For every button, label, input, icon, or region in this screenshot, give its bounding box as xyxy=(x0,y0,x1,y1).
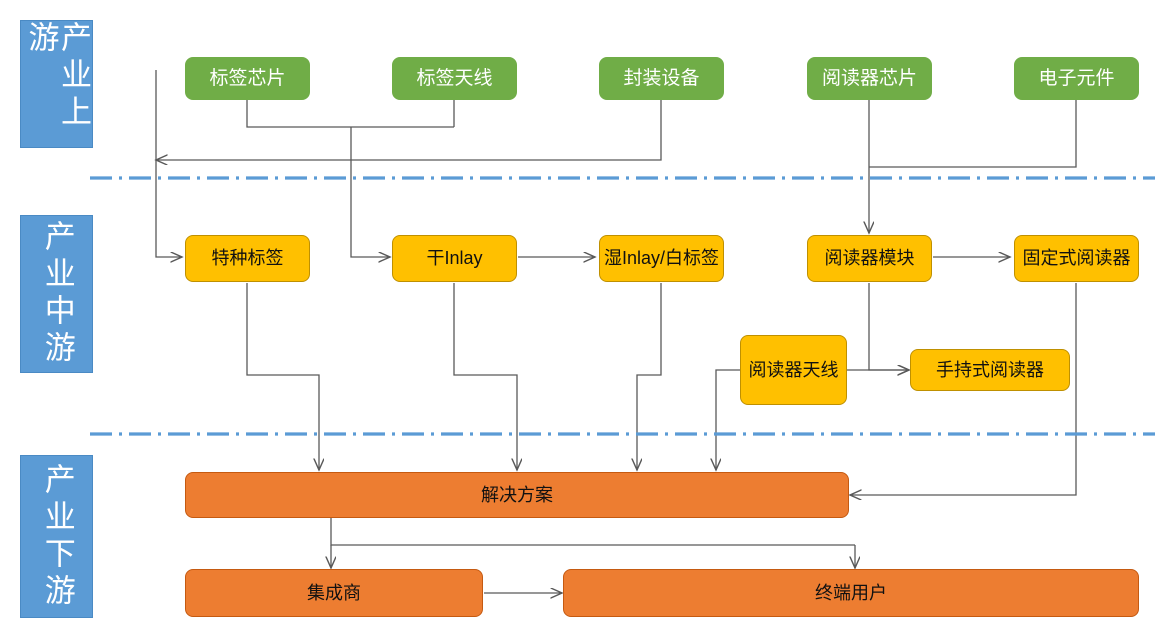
node-tag-chip[interactable]: 标签芯片 xyxy=(185,57,310,100)
node-wet-inlay[interactable]: 湿Inlay/白标签 xyxy=(599,235,724,282)
node-reader-chip-label: 阅读器芯片 xyxy=(821,67,917,89)
node-electronic-components-label: 电子元件 xyxy=(1038,67,1115,89)
node-packaging-equipment-label: 封装设备 xyxy=(623,67,700,89)
node-reader-antenna-label: 阅读器天线 xyxy=(748,359,839,380)
node-integrator[interactable]: 集成商 xyxy=(185,569,483,617)
node-electronic-components[interactable]: 电子元件 xyxy=(1014,57,1139,100)
node-reader-module-label: 阅读器模块 xyxy=(824,248,915,269)
node-special-tag-label: 特种标签 xyxy=(211,248,284,269)
band-upstream-label: 产业上游 xyxy=(23,21,92,132)
node-reader-chip[interactable]: 阅读器芯片 xyxy=(807,57,932,100)
node-fixed-reader[interactable]: 固定式阅读器 xyxy=(1014,235,1139,282)
band-midstream-label: 产业中游 xyxy=(39,220,75,368)
node-integrator-label: 集成商 xyxy=(307,582,361,603)
node-end-user[interactable]: 终端用户 xyxy=(563,569,1139,617)
node-special-tag[interactable]: 特种标签 xyxy=(185,235,310,282)
node-end-user-label: 终端用户 xyxy=(815,582,887,603)
band-downstream: 产业下游 xyxy=(20,455,93,618)
node-dry-inlay[interactable]: 干Inlay xyxy=(392,235,517,282)
node-reader-antenna[interactable]: 阅读器天线 xyxy=(740,335,847,405)
node-tag-chip-label: 标签芯片 xyxy=(209,67,286,89)
node-handheld-reader[interactable]: 手持式阅读器 xyxy=(910,349,1070,391)
node-tag-antenna-label: 标签天线 xyxy=(416,67,493,89)
node-wet-inlay-label: 湿Inlay/白标签 xyxy=(603,248,720,269)
node-solution-label: 解决方案 xyxy=(481,484,553,505)
band-downstream-label: 产业下游 xyxy=(39,462,75,611)
node-tag-antenna[interactable]: 标签天线 xyxy=(392,57,517,100)
node-handheld-reader-label: 手持式阅读器 xyxy=(936,359,1044,380)
band-midstream: 产业中游 xyxy=(20,215,93,373)
node-dry-inlay-label: 干Inlay xyxy=(426,248,483,269)
node-reader-module[interactable]: 阅读器模块 xyxy=(807,235,932,282)
node-solution[interactable]: 解决方案 xyxy=(185,472,849,518)
node-fixed-reader-label: 固定式阅读器 xyxy=(1022,248,1131,269)
band-upstream: 产业上游 xyxy=(20,20,93,148)
node-packaging-equipment[interactable]: 封装设备 xyxy=(599,57,724,100)
